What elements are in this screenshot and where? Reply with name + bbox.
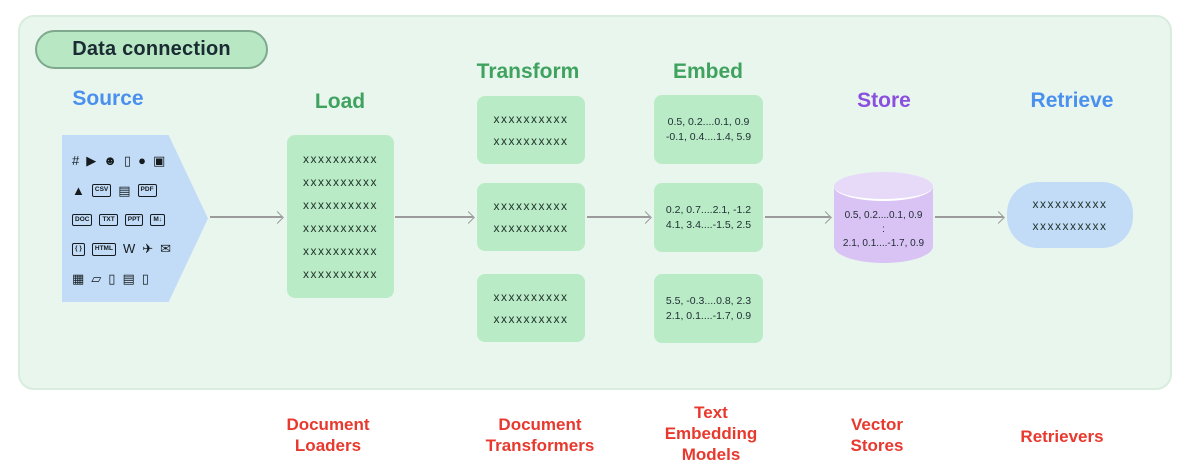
youtube-icon: ▶ [86,152,97,168]
flow-arrow-source-to-load [210,216,282,218]
footer-label-line: Text [694,403,728,422]
ppt-file-icon: PPT [124,213,144,227]
flow-arrow-transform-to-embed [587,216,650,218]
stored-vectors-text: 0.5, 0.2....0.1, 0.9 : 2.1, 0.1....-1.7,… [834,196,933,263]
code-icon: { } [72,243,85,256]
footer-label-line: Stores [850,436,904,455]
flow-arrow-store-to-retrieve [935,216,1003,218]
wikipedia-icon: W [122,241,136,257]
stored-vector-line: 2.1, 0.1....-1.7, 0.9 [842,237,925,249]
embedding-values-line: -0.1, 0.4....1.4, 5.9 [665,130,752,143]
google-drive-icon: ▲ [72,182,85,198]
doc-file-icon: DOC [72,213,93,227]
embedding-values-line: 5.5, -0.3....0.8, 2.3 [665,294,752,307]
file-icon: ▯ [123,152,132,168]
flow-arrow-embed-to-store [765,216,830,218]
file-icon: ▤ [122,271,135,287]
embed-header: Embed [672,60,744,83]
document-text-line: xxxxxxxxxx [493,312,569,326]
document-text-line: xxxxxxxxxx [493,290,569,304]
archive-icon: ▦ [72,271,85,287]
embedding-values-line: 0.5, 0.2....0.1, 0.9 [667,115,750,128]
store-header: Store [857,89,911,112]
badge-label: Data connection [72,38,231,60]
embedding-values-line: 2.1, 0.1....-1.7, 0.9 [665,309,752,322]
footer-label-line: Loaders [294,436,362,455]
twitter-icon: ✈ [142,241,154,257]
document-text-line: xxxxxxxxxx [303,197,378,212]
discord-icon: ☻ [103,152,117,168]
transformed-chunk-box: xxxxxxxxxx xxxxxxxxxx [477,274,585,342]
stored-vector-line: 0.5, 0.2....0.1, 0.9 [844,209,923,221]
transformed-chunk-box: xxxxxxxxxx xxxxxxxxxx [477,183,585,251]
embedding-vector-box: 0.5, 0.2....0.1, 0.9 -0.1, 0.4....1.4, 5… [654,95,763,164]
embedding-vector-box: 5.5, -0.3....0.8, 2.3 2.1, 0.1....-1.7, … [654,274,763,343]
document-text-line: xxxxxxxxxx [303,220,378,235]
retrieved-document-box: xxxxxxxxxx xxxxxxxxxx [1007,182,1133,248]
txt-file-icon: TXT [99,213,118,227]
document-transformers-label: Document Transformers [486,414,595,456]
source-header: Source [72,87,144,110]
loaded-document-box: xxxxxxxxxx xxxxxxxxxx xxxxxxxxxx xxxxxxx… [287,135,394,298]
slack-icon: # [72,152,80,168]
retrieve-header: Retrieve [1030,89,1114,112]
footer-label-line: Retrievers [1020,427,1104,446]
vector-store-cylinder: 0.5, 0.2....0.1, 0.9 : 2.1, 0.1....-1.7,… [834,172,933,263]
footer-label-line: Models [681,445,741,464]
image-icon: ▣ [152,152,166,168]
embedding-values-line: 4.1, 3.4....-1.5, 2.5 [665,218,752,231]
retrievers-label: Retrievers [1020,426,1103,447]
document-text-line: xxxxxxxxxx [1032,219,1108,233]
document-text-line: xxxxxxxxxx [1032,197,1108,211]
document-icon: ▤ [118,182,131,198]
csv-file-icon: CSV [91,184,112,197]
footer-label-line: Vector [851,415,903,434]
document-text-line: xxxxxxxxxx [493,112,569,126]
text-embedding-models-label: Text Embedding Models [665,402,758,465]
github-icon: ● [138,152,146,168]
document-text-line: xxxxxxxxxx [493,199,569,213]
document-text-line: xxxxxxxxxx [303,266,378,281]
footer-label-line: Document [286,415,370,434]
pdf-file-icon: PDF [137,184,157,197]
email-icon: ✉ [160,241,172,257]
embedding-values-line: 0.2, 0.7....2.1, -1.2 [665,203,752,216]
diagram-panel [18,15,1172,390]
cylinder-top-ellipse [834,172,933,201]
document-text-line: xxxxxxxxxx [303,243,378,258]
source-icons: # ▶ ☻ ▯ ● ▣ ▲ CSV ▤ PDF DOC TXT PPT M↓ {… [62,135,208,302]
footer-label-line: Document [498,415,582,434]
html-icon: HTML [91,243,116,256]
file-icon: ▯ [141,271,149,287]
load-header: Load [314,90,366,113]
embedding-vector-box: 0.2, 0.7....2.1, -1.2 4.1, 3.4....-1.5, … [654,183,763,252]
stored-vector-line: : [882,223,885,235]
vector-stores-label: Vector Stores [851,414,904,456]
folder-icon: ▱ [91,271,102,287]
data-connection-badge: Data connection [35,30,268,69]
transformed-chunk-box: xxxxxxxxxx xxxxxxxxxx [477,96,585,164]
document-text-line: xxxxxxxxxx [493,221,569,235]
document-text-line: xxxxxxxxxx [303,174,378,189]
markdown-icon: M↓ [150,213,166,227]
document-text-line: xxxxxxxxxx [303,151,378,166]
footer-label-line: Embedding [664,424,758,443]
document-loaders-label: Document Loaders [286,414,369,456]
document-text-line: xxxxxxxxxx [493,134,569,148]
footer-label-line: Transformers [485,436,595,455]
transform-header: Transform [476,60,580,83]
file-icon: ▯ [108,271,116,287]
flow-arrow-load-to-transform [395,216,473,218]
